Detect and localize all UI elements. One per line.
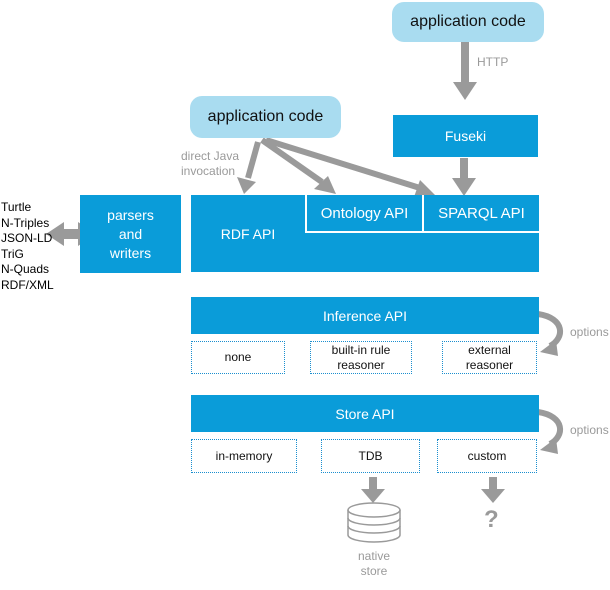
- store-option-in-memory: in-memory: [191, 439, 297, 473]
- ontology-api-box: Ontology API: [305, 195, 422, 233]
- options-label-inference: options: [570, 325, 609, 339]
- builtin-line-1: built-in rule: [331, 342, 391, 357]
- sparql-api-box: SPARQL API: [422, 195, 539, 233]
- inference-options-arrow-head: [540, 340, 558, 356]
- inference-options-arrow: [537, 311, 564, 349]
- inference-option-none-label: none: [224, 350, 252, 364]
- tdb-arrow-shaft: [369, 477, 377, 491]
- custom-arrow-head: [481, 489, 505, 503]
- top-application-code-label: application code: [410, 13, 526, 30]
- store-api-label: Store API: [335, 405, 395, 422]
- formats-arrow-head-left: [46, 222, 64, 246]
- rdf-api-label: RDF API: [220, 225, 276, 242]
- store-options-arrow-head: [540, 438, 558, 454]
- store-options-arrow: [537, 409, 564, 447]
- native-store-line-1: native: [357, 549, 391, 563]
- external-line-1: external: [468, 342, 511, 357]
- direct-java-line-2: invocation: [181, 164, 236, 178]
- mid-application-code: application code: [190, 96, 341, 138]
- parsers-line-1: parsers: [107, 206, 154, 223]
- question-mark-icon: ?: [484, 506, 499, 533]
- invoke-sparql-arrow-shaft: [265, 137, 421, 191]
- format-json-ld: JSON-LD: [1, 231, 53, 246]
- store-api-bar: Store API: [191, 395, 539, 432]
- invoke-sparql-arrow-head: [414, 180, 436, 197]
- format-rdf-xml: RDF/XML: [1, 277, 54, 292]
- direct-java-invocation-label: direct Java invocation: [181, 149, 239, 179]
- ontology-api-label: Ontology API: [320, 204, 409, 222]
- format-turtle: Turtle: [1, 200, 32, 214]
- inference-api-label: Inference API: [322, 307, 408, 324]
- format-n-triples: N-Triples: [1, 215, 50, 230]
- fuseki-box: Fuseki: [393, 115, 538, 157]
- parsers-line-2: and: [118, 225, 143, 242]
- http-label: HTTP: [477, 55, 509, 69]
- options-label-store: options: [570, 423, 609, 437]
- store-option-in-memory-label: in-memory: [215, 448, 273, 463]
- invoke-rdf-arrow-head: [237, 177, 256, 194]
- inference-option-none: none: [191, 341, 285, 374]
- rdf-api-area: RDF API: [191, 195, 305, 272]
- format-n-quads: N-Quads: [1, 262, 50, 277]
- fuseki-label: Fuseki: [444, 128, 487, 144]
- invoke-rdf-arrow-shaft: [245, 141, 261, 179]
- http-arrow-head: [453, 82, 477, 100]
- builtin-line-2: reasoner: [337, 357, 385, 372]
- store-option-custom: custom: [437, 439, 537, 473]
- inference-option-external: external reasoner: [442, 341, 537, 374]
- inference-option-builtin: built-in rule reasoner: [310, 341, 412, 374]
- store-option-custom-label: custom: [467, 448, 507, 463]
- direct-java-line-1: direct Java: [181, 149, 240, 163]
- store-option-tdb-label: TDB: [358, 448, 383, 463]
- external-line-2: reasoner: [465, 357, 514, 372]
- parsers-line-3: writers: [109, 244, 152, 261]
- fuseki-arrow-head: [452, 178, 476, 196]
- store-option-tdb: TDB: [321, 439, 420, 473]
- parsers-writers-box: parsers and writers: [80, 195, 181, 273]
- tdb-arrow-head: [361, 489, 385, 503]
- formats-double-arrow-shaft: [60, 229, 82, 239]
- http-arrow-shaft: [461, 42, 469, 84]
- invoke-ontology-arrow-head: [314, 176, 336, 194]
- mid-application-code-label: application code: [207, 108, 324, 125]
- invoke-ontology-arrow-shaft: [260, 137, 324, 185]
- inference-api-bar: Inference API: [191, 297, 539, 334]
- format-trig: TriG: [1, 246, 24, 261]
- top-application-code: application code: [392, 2, 544, 42]
- database-icon: [347, 502, 401, 543]
- native-store-label: native store: [352, 549, 396, 579]
- fuseki-arrow-shaft: [460, 158, 468, 180]
- rdf-api-block: [191, 195, 539, 272]
- rdf-formats-list: Turtle N-Triples JSON-LD TriG N-Quads RD…: [1, 200, 54, 294]
- native-store-line-2: store: [360, 564, 388, 578]
- custom-arrow-shaft: [489, 477, 497, 491]
- sparql-api-label: SPARQL API: [438, 204, 525, 222]
